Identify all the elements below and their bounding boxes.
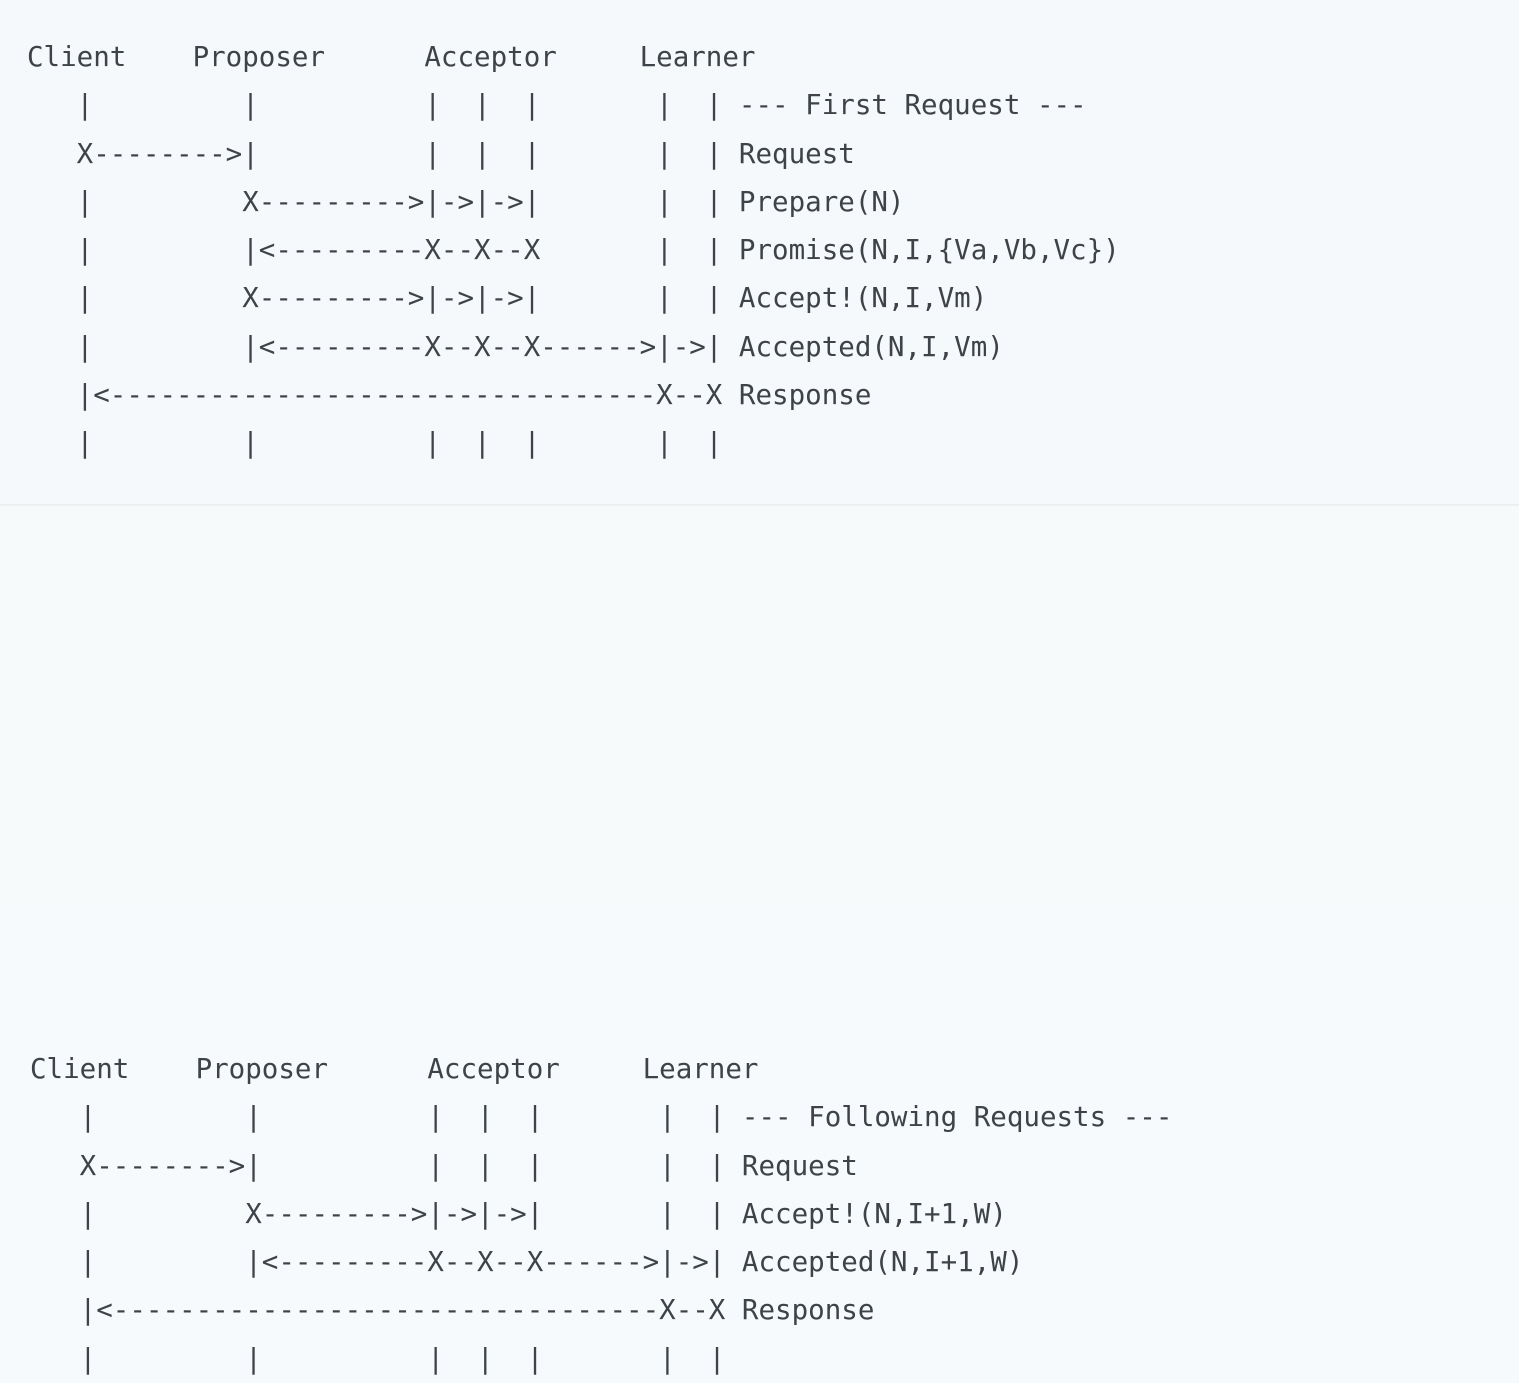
panel-divider bbox=[0, 504, 1519, 506]
ascii-diagram-first-request: Client Proposer Acceptor Learner | | | |… bbox=[27, 41, 1120, 460]
ascii-diagram-following-requests: Client Proposer Acceptor Learner | | | |… bbox=[30, 1053, 1173, 1375]
panel-first-request: Client Proposer Acceptor Learner | | | |… bbox=[0, 0, 1519, 505]
panel-following-requests: Client Proposer Acceptor Learner | | | |… bbox=[0, 506, 1519, 1375]
